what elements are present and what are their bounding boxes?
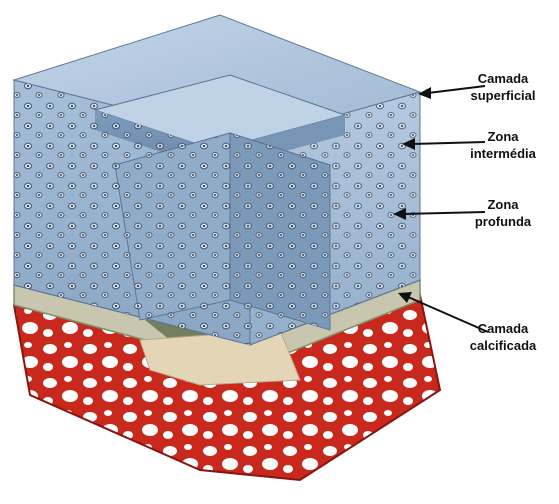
label-zona-profunda: Zona profunda — [448, 196, 558, 230]
label-line: superficial — [448, 87, 558, 104]
label-line: intermédia — [448, 145, 558, 162]
label-line: Camada — [448, 320, 558, 337]
label-line: Zona — [448, 128, 558, 145]
label-line: profunda — [448, 213, 558, 230]
label-line: Zona — [448, 196, 558, 213]
label-camada-calcificada: Camada calcificada — [448, 320, 558, 354]
label-line: Camada — [448, 70, 558, 87]
label-line: calcificada — [448, 337, 558, 354]
label-zona-intermedia: Zona intermédia — [448, 128, 558, 162]
label-camada-superficial: Camada superficial — [448, 70, 558, 104]
